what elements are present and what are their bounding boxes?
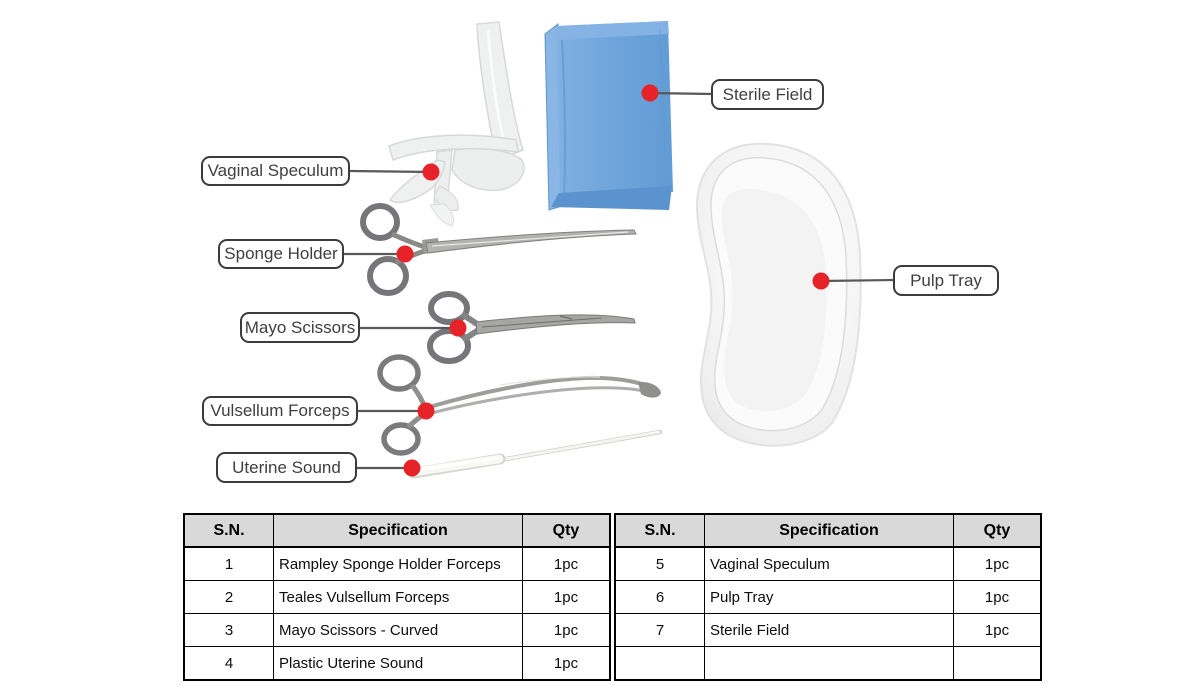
cell-sn: 4 xyxy=(183,646,274,681)
table-row: 4 Plastic Uterine Sound 1pc xyxy=(183,646,611,681)
label-pulp-tray: Pulp Tray xyxy=(893,265,999,296)
label-vaginal-speculum: Vaginal Speculum xyxy=(201,156,350,186)
column-header-sn: S.N. xyxy=(183,513,274,548)
vulsellum-forceps-image xyxy=(377,354,661,456)
column-header-spec: Specification xyxy=(704,513,954,548)
sterile-field-image xyxy=(544,21,673,211)
label-vulsellum-forceps: Vulsellum Forceps xyxy=(202,396,358,426)
table-header-row: S.N. Specification Qty xyxy=(614,513,1042,548)
cell-sn: 6 xyxy=(614,580,705,614)
callout-dots xyxy=(396,84,830,477)
label-uterine-sound: Uterine Sound xyxy=(216,452,357,483)
label-mayo-scissors: Mayo Scissors xyxy=(240,312,360,343)
cell-spec: Teales Vulsellum Forceps xyxy=(273,580,523,614)
cell-sn: 3 xyxy=(183,613,274,647)
cell-spec: Mayo Scissors - Curved xyxy=(273,613,523,647)
vaginal-speculum-dot xyxy=(422,163,440,181)
pulp-tray-image xyxy=(695,142,862,447)
cell-qty: 1pc xyxy=(522,546,611,581)
sponge-holder-dot xyxy=(396,245,414,263)
sterile-field-dot xyxy=(641,84,659,102)
column-header-spec: Specification xyxy=(273,513,523,548)
table-row: 3 Mayo Scissors - Curved 1pc xyxy=(183,613,611,647)
sponge-holder-image xyxy=(360,203,637,296)
instrument-kit-illustration xyxy=(343,21,894,479)
table-row: 5 Vaginal Speculum 1pc xyxy=(614,546,1042,581)
cell-qty: 1pc xyxy=(522,580,611,614)
mayo-scissors-image xyxy=(427,291,636,364)
table-row: 1 Rampley Sponge Holder Forceps 1pc xyxy=(183,546,611,581)
callout-lines xyxy=(343,91,894,470)
cell-spec: Vaginal Speculum xyxy=(704,546,954,581)
cell-qty: 1pc xyxy=(522,613,611,647)
uterine-sound-dot xyxy=(403,459,421,477)
column-header-sn: S.N. xyxy=(614,513,705,548)
uterine-sound-image xyxy=(408,429,663,479)
cell-sn xyxy=(614,646,705,681)
cell-qty: 1pc xyxy=(953,546,1042,581)
cell-sn: 7 xyxy=(614,613,705,647)
cell-spec xyxy=(704,646,954,681)
cell-qty: 1pc xyxy=(953,580,1042,614)
cell-spec: Pulp Tray xyxy=(704,580,954,614)
column-header-qty: Qty xyxy=(522,513,611,548)
cell-sn: 5 xyxy=(614,546,705,581)
table-row: 7 Sterile Field 1pc xyxy=(614,613,1042,647)
table-row-empty xyxy=(614,646,1042,681)
cell-spec: Rampley Sponge Holder Forceps xyxy=(273,546,523,581)
cell-qty: 1pc xyxy=(953,613,1042,647)
table-row: 2 Teales Vulsellum Forceps 1pc xyxy=(183,580,611,614)
vaginal-speculum-image xyxy=(388,21,525,227)
table-row: 6 Pulp Tray 1pc xyxy=(614,580,1042,614)
spec-table-left: S.N. Specification Qty 1 Rampley Sponge … xyxy=(183,513,611,681)
specification-tables: S.N. Specification Qty 1 Rampley Sponge … xyxy=(183,513,1042,681)
mayo-scissors-dot xyxy=(449,319,467,337)
cell-qty xyxy=(953,646,1042,681)
cell-sn: 2 xyxy=(183,580,274,614)
cell-sn: 1 xyxy=(183,546,274,581)
label-sponge-holder: Sponge Holder xyxy=(218,239,344,269)
column-header-qty: Qty xyxy=(953,513,1042,548)
spec-table-right: S.N. Specification Qty 5 Vaginal Speculu… xyxy=(614,513,1042,681)
table-header-row: S.N. Specification Qty xyxy=(183,513,611,548)
cell-spec: Sterile Field xyxy=(704,613,954,647)
cell-qty: 1pc xyxy=(522,646,611,681)
pulp-tray-dot xyxy=(812,272,830,290)
label-sterile-field: Sterile Field xyxy=(711,79,824,110)
vulsellum-forceps-dot xyxy=(417,402,435,420)
cell-spec: Plastic Uterine Sound xyxy=(273,646,523,681)
